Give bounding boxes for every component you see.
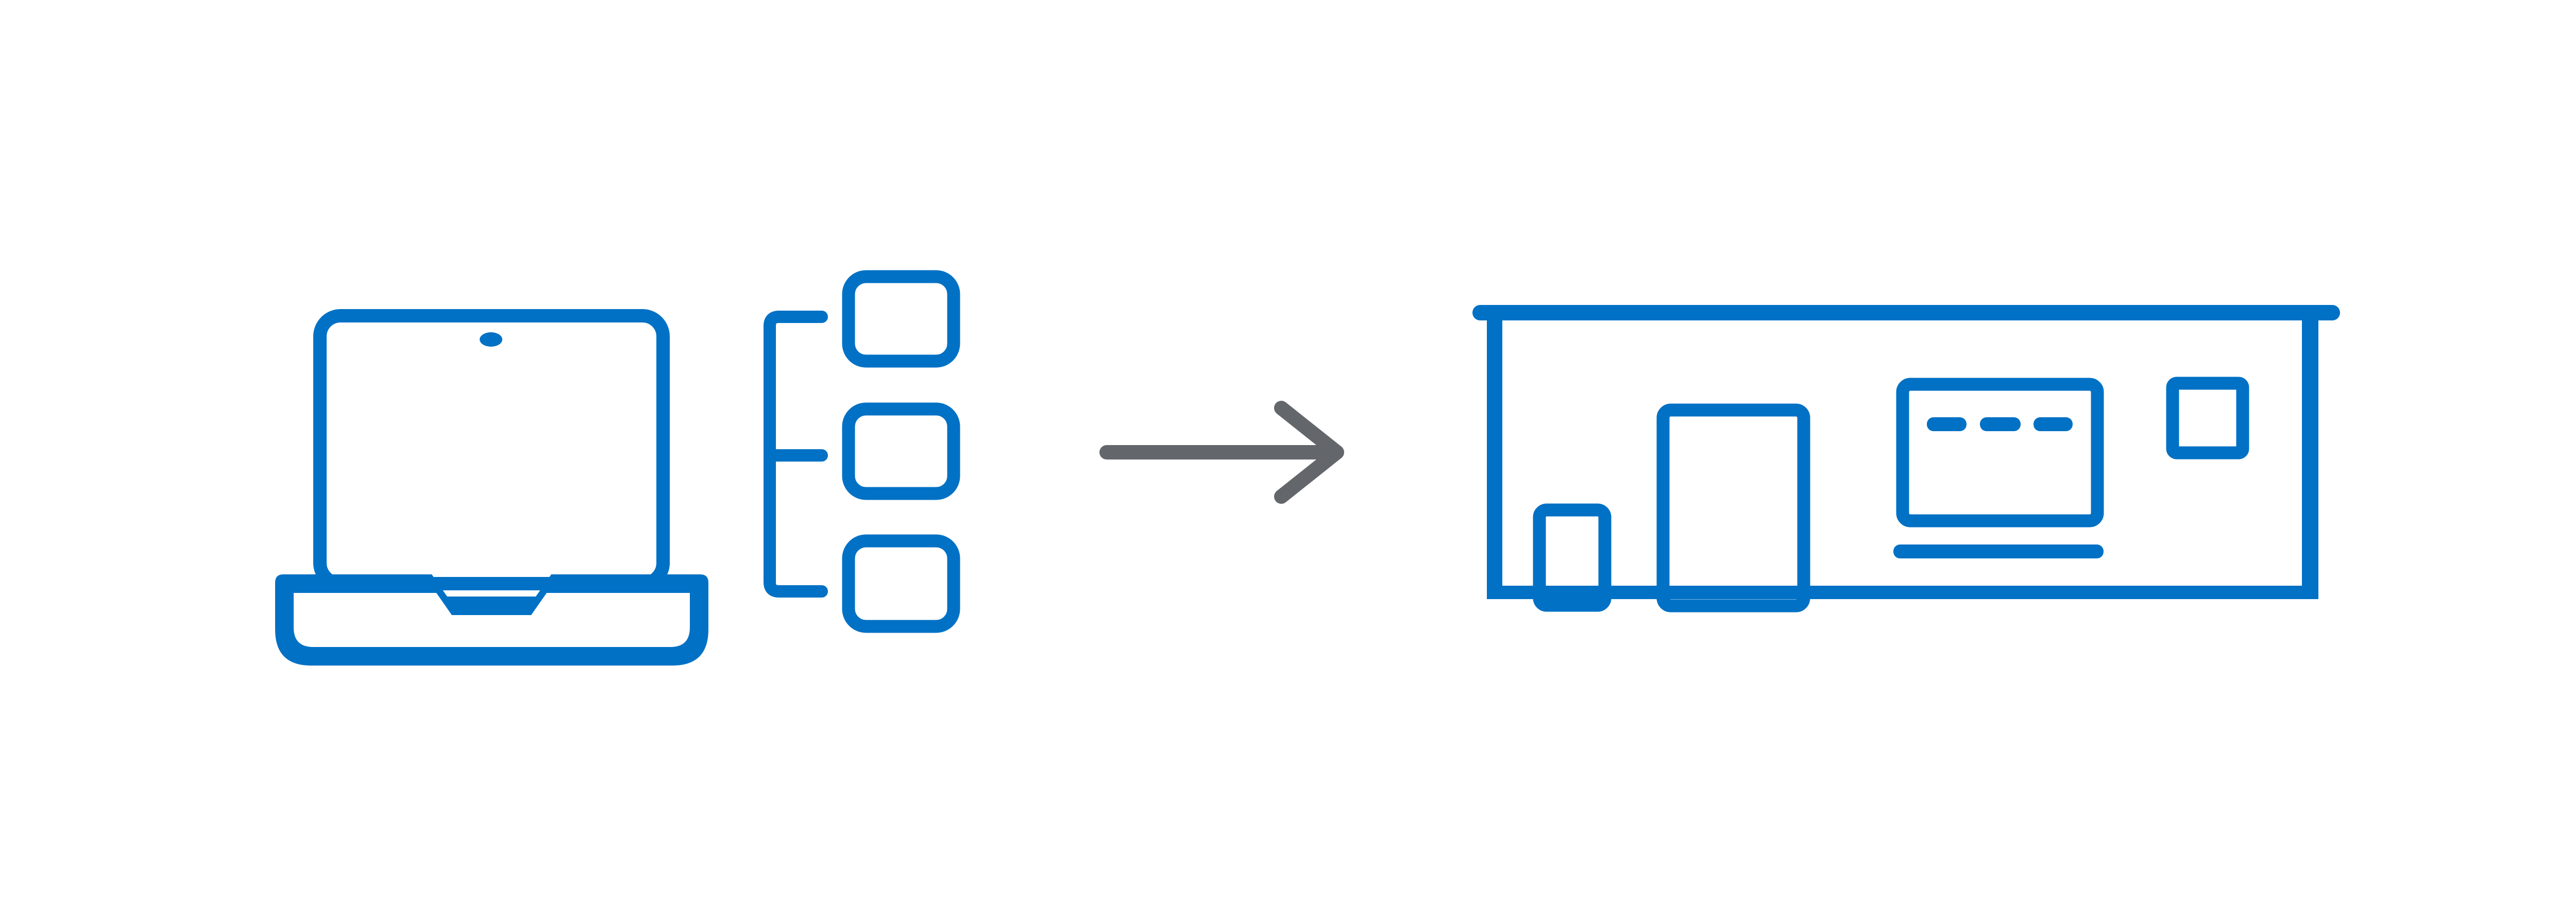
sitemap-hierarchy-icon <box>764 270 960 633</box>
building-small-box <box>1533 503 1612 612</box>
arrow-right-icon <box>1099 401 1344 504</box>
building-small-window <box>2166 377 2249 460</box>
laptop-base-cavity <box>294 593 690 647</box>
sign-dash-1 <box>1927 417 1967 431</box>
arrow-head <box>1274 401 1344 504</box>
building-floor <box>1487 586 2318 599</box>
building-roof <box>1472 305 2340 320</box>
hierarchy-node-middle <box>842 402 960 500</box>
building-sign-underline <box>1893 544 2104 558</box>
building-right-wall <box>2302 314 2318 599</box>
laptop-screen <box>313 309 670 590</box>
building-door <box>1656 403 1810 612</box>
building-left-wall <box>1487 314 1502 599</box>
building-sign-dashes <box>1927 417 2073 431</box>
building-sign-window <box>1896 378 2104 527</box>
hierarchy-node-bottom <box>842 534 960 633</box>
storefront-building-icon <box>1472 305 2340 612</box>
laptop-icon <box>275 309 708 666</box>
hierarchy-node-top <box>842 270 960 368</box>
sign-dash-3 <box>2033 417 2073 431</box>
laptop-camera-dot <box>480 332 502 347</box>
sign-dash-2 <box>1980 417 2021 431</box>
